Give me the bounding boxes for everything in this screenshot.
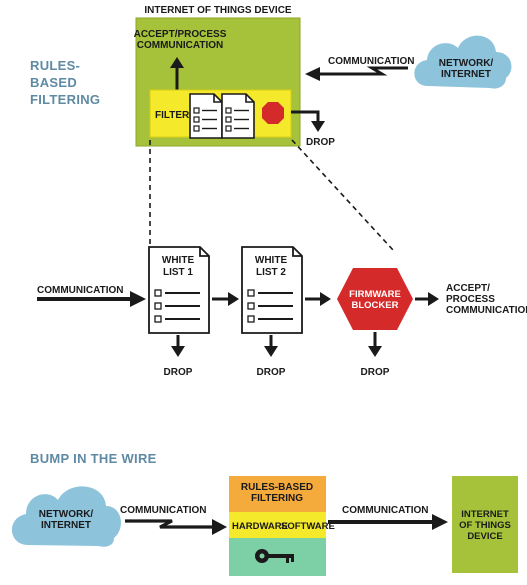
hardware-software-band <box>229 512 326 538</box>
rules-based-filtering-box <box>229 476 326 512</box>
drop-label-3: DROP <box>361 367 390 378</box>
drop-label-1: DROP <box>164 367 193 378</box>
drop-arrow-icon <box>171 335 185 357</box>
drop-arrow-icon <box>291 110 325 132</box>
zoom-line-right <box>291 139 394 251</box>
top-communication-label: COMMUNICATION <box>328 56 414 67</box>
top-network-label: NETWORK/INTERNET <box>439 58 494 80</box>
section-label-bump-in-the-wire: BUMP IN THE WIRE <box>30 451 157 466</box>
bottom-communication-left-label: COMMUNICATION <box>120 505 206 516</box>
drop-label-2: DROP <box>257 367 286 378</box>
whitelist-2-document <box>241 246 303 334</box>
top-drop-label: DROP <box>306 137 335 148</box>
up-arrow-icon <box>170 57 184 90</box>
communication-arrow-icon <box>125 519 227 535</box>
drop-arrow-icon <box>368 332 382 357</box>
iot-device-bottom-box <box>452 476 518 573</box>
document-icon <box>221 93 255 139</box>
filter-label: FILTER <box>155 110 190 121</box>
communication-arrow-icon <box>305 66 408 81</box>
whitelist-1-document <box>148 246 210 334</box>
drop-arrow-icon <box>264 335 278 357</box>
key-icon <box>255 549 294 563</box>
document-icon <box>189 93 223 139</box>
arrow-icon <box>212 292 239 306</box>
stop-icon <box>262 102 284 124</box>
firmware-blocker-hexagon <box>337 268 413 330</box>
hardware-label: HARDWARE <box>232 521 288 532</box>
cloud-icon <box>11 486 121 547</box>
middle-communication-label: COMMUNICATION <box>37 285 123 296</box>
cloud-icon <box>414 35 512 89</box>
arrow-icon <box>415 292 439 306</box>
iot-device-title: INTERNET OF THINGS DEVICE <box>144 5 292 16</box>
arrow-icon <box>305 292 331 306</box>
software-label: SOFTWARE <box>281 521 335 532</box>
bottom-communication-right-label: COMMUNICATION <box>342 505 428 516</box>
communication-arrow-icon <box>328 514 448 530</box>
bottom-network-label: NETWORK/INTERNET <box>39 509 94 531</box>
communication-in-arrow-icon <box>37 291 146 307</box>
